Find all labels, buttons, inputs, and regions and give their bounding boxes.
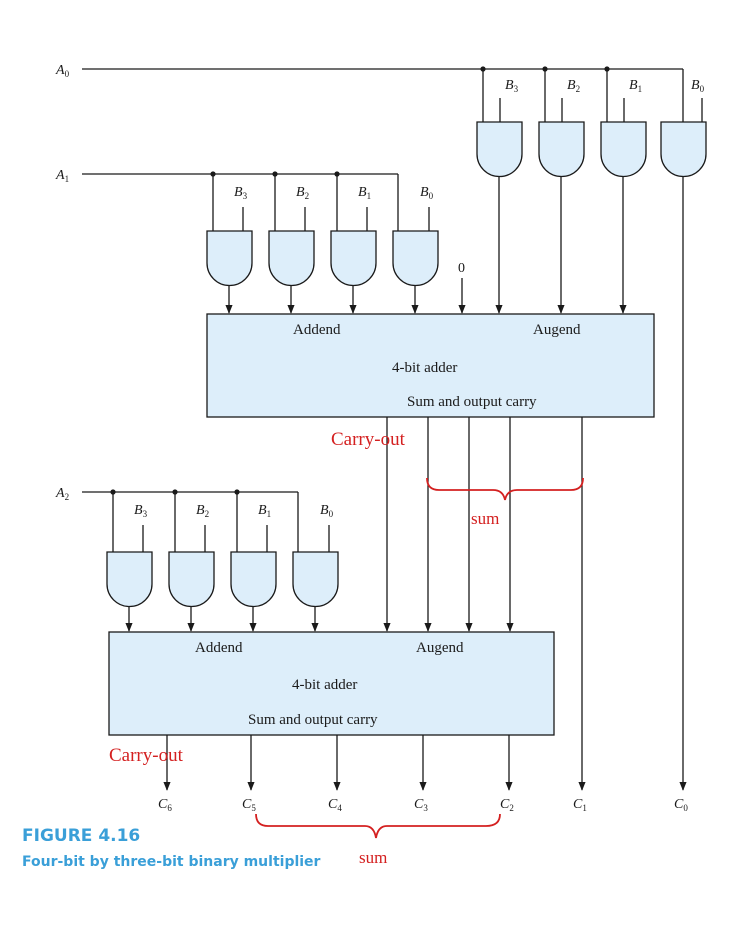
b0-label: B0: [420, 185, 434, 201]
adder-2-box: [108, 631, 555, 736]
and-gate: [268, 230, 315, 287]
adder-1-addend-label: Addend: [293, 322, 341, 338]
c6-label: C6: [158, 797, 172, 813]
and-gate: [476, 121, 523, 178]
c2-label: C2: [500, 797, 514, 813]
figure-caption-title: FIGURE 4.16: [22, 826, 140, 846]
c3-label: C3: [414, 797, 428, 813]
and-gate: [600, 121, 647, 178]
adder-1-augend-label: Augend: [533, 322, 581, 338]
b2-label: B2: [196, 503, 209, 519]
c1-label: C1: [573, 797, 587, 813]
carry-out-annotation-2: Carry-out: [109, 745, 184, 766]
b3-label: B3: [234, 185, 248, 201]
adder-2-output-label: Sum and output carry: [248, 712, 378, 728]
a1-input-line: [82, 173, 430, 231]
c4-label: C4: [328, 797, 342, 813]
b1-label: B1: [258, 503, 271, 519]
a1-junctions: [210, 171, 340, 177]
adder-1-output-label: Sum and output carry: [407, 394, 537, 410]
a2-input-line: [82, 491, 330, 552]
sum-annotation-2: sum: [359, 848, 387, 867]
sum-brace-2: [255, 813, 501, 839]
and-gate: [292, 551, 339, 608]
a0-label: A0: [55, 63, 70, 79]
and-gate: [230, 551, 277, 608]
b1-label: B1: [629, 78, 642, 94]
b0-label: B0: [691, 78, 705, 94]
adder-2-title: 4-bit adder: [292, 677, 357, 693]
adder-2-augend-label: Augend: [416, 640, 464, 656]
zero-input-label: 0: [458, 261, 465, 276]
and-gate: [206, 230, 253, 287]
and-gate: [538, 121, 585, 178]
a2-junctions: [110, 489, 240, 495]
figure-caption-subtitle: Four-bit by three-bit binary multiplier: [22, 854, 321, 870]
adder-2-addend-label: Addend: [195, 640, 243, 656]
b3-label: B3: [134, 503, 148, 519]
sum-annotation-1: sum: [471, 509, 499, 528]
and-gate: [106, 551, 153, 608]
b3-label: B3: [505, 78, 519, 94]
sum-brace-1: [426, 477, 584, 501]
and-gate: [330, 230, 377, 287]
a1-label: A1: [55, 168, 69, 184]
carry-out-annotation-1: Carry-out: [331, 429, 406, 450]
b1-label: B1: [358, 185, 371, 201]
b2-label: B2: [567, 78, 580, 94]
a0-junctions: [480, 66, 610, 72]
b2-label: B2: [296, 185, 309, 201]
c5-label: C5: [242, 797, 256, 813]
a2-label: A2: [55, 486, 69, 502]
a0-input-line: [82, 68, 703, 122]
and-gate: [660, 121, 707, 178]
and-gate: [168, 551, 215, 608]
adder-1-box: [206, 313, 655, 418]
and-gate: [392, 230, 439, 287]
b0-label: B0: [320, 503, 334, 519]
c0-label: C0: [674, 797, 688, 813]
adder-1-title: 4-bit adder: [392, 360, 457, 376]
